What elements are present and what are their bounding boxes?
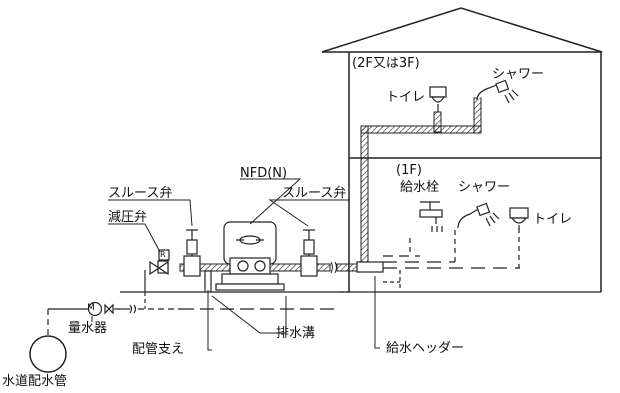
gate-valve-icon-right — [300, 229, 318, 277]
shower-upper-label: シャワー — [492, 67, 545, 82]
pipe-support-icon — [204, 270, 212, 293]
underground-pipe — [47, 270, 350, 336]
pump-icon — [215, 221, 285, 291]
header-label: 給水ヘッダー — [386, 341, 465, 356]
faucet-icon — [419, 201, 443, 232]
meter-label: 量水器 — [68, 321, 108, 336]
water-meter-icon — [87, 301, 114, 317]
meter-symbol: M — [87, 303, 95, 313]
sluice-valve-right-label: スルース弁 — [282, 186, 347, 201]
shower-lower-label: シャワー — [458, 180, 511, 195]
pressure-valve-label: 減圧弁 — [108, 210, 148, 225]
shower-icon-lower — [457, 202, 500, 229]
toilet-upper-label: トイレ — [386, 90, 426, 105]
floor-dashed-pipes — [383, 228, 520, 290]
main-pipe-label: 水道配水管 — [2, 374, 68, 389]
toilet-icon-lower — [509, 207, 529, 230]
first-floor-label: (1F) — [396, 163, 422, 178]
pipe-support-label: 配管支え — [132, 342, 185, 357]
toilet-lower-label: トイレ — [533, 212, 573, 227]
toilet-icon-upper — [429, 86, 447, 112]
leader-lines — [91, 178, 380, 351]
shower-icon-upper — [476, 79, 519, 104]
header-icon — [356, 261, 384, 273]
sluice-valve-left-label: スルース弁 — [108, 186, 173, 201]
faucet-label: 給水栓 — [400, 180, 440, 195]
house-outline — [321, 7, 603, 292]
pump-model-label: NFD(N) — [240, 166, 288, 181]
gate-valve-icon-left — [183, 229, 201, 277]
pressure-reducing-valve-icon — [149, 249, 170, 276]
drain-ditch-label: 排水溝 — [276, 326, 316, 341]
reducer-symbol: R — [160, 250, 166, 259]
main-pipe-icon — [29, 335, 67, 373]
upper-floor-label: (2F又は3F) — [352, 56, 420, 71]
